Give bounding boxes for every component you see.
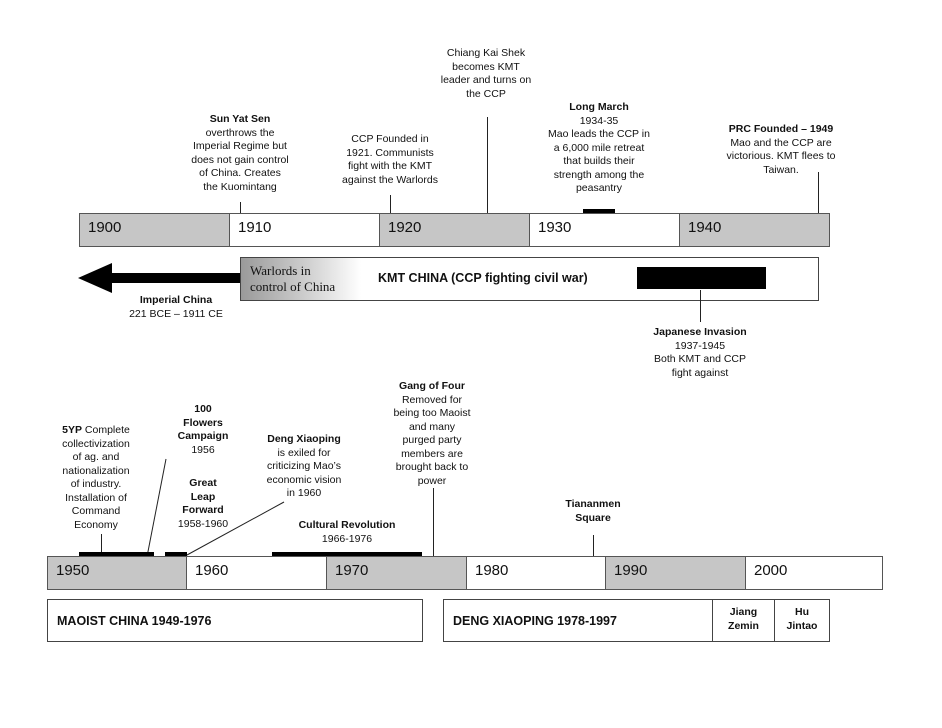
deng-xiaoping-box: DENG XIAOPING 1978-1997 — [443, 599, 713, 642]
imperial-arrow-icon — [78, 263, 240, 293]
jiang-zemin-label: Jiang Zemin — [728, 606, 759, 632]
event-title: Great Leap Forward — [182, 477, 224, 516]
event-text: 1934-35 Mao leads the CCP in a 6,000 mil… — [548, 114, 650, 195]
decade-cell: 1940 — [680, 214, 829, 246]
event-connector — [240, 202, 241, 213]
event-connector — [433, 488, 434, 556]
event-connector — [818, 172, 819, 213]
decade-cell: 1960 — [187, 557, 327, 589]
event-chiang-kai-shek: Chiang Kai Shek becomes KMT leader and t… — [426, 47, 546, 101]
decade-cell: 1950 — [48, 557, 187, 589]
event-prc-founded: PRC Founded – 1949 Mao and the CCP are v… — [708, 123, 854, 177]
maoist-china-box: MAOIST CHINA 1949-1976 — [47, 599, 423, 642]
jiang-zemin-box: Jiang Zemin — [712, 599, 775, 642]
event-text: Removed for being too Maoist and many pu… — [393, 393, 471, 487]
event-ccp-founded: CCP Founded in 1921. Communists fight wi… — [326, 133, 454, 187]
event-title: Japanese Invasion — [653, 326, 747, 338]
event-sun-yat-sen: Sun Yat Sen overthrows the Imperial Regi… — [178, 113, 302, 194]
event-title: PRC Founded – 1949 — [728, 123, 834, 135]
event-title: Long March — [569, 101, 629, 113]
event-text: Chiang Kai Shek becomes KMT leader and t… — [440, 47, 532, 100]
event-connector — [390, 195, 391, 213]
event-text: 1937-1945 Both KMT and CCP fight against — [653, 339, 746, 379]
event-gang-of-four: Gang of Four Removed for being too Maois… — [376, 380, 488, 488]
warlords-label: Warlords in control of China — [241, 258, 361, 300]
event-hundred-flowers: 100 Flowers Campaign 1956 — [168, 403, 238, 457]
hundred-flowers-connector — [144, 458, 167, 568]
event-connector — [700, 290, 701, 322]
hu-jintao-box: Hu Jintao — [774, 599, 830, 642]
deng-xiaoping-label: DENG XIAOPING 1978-1997 — [453, 614, 617, 628]
event-text: overthrows the Imperial Regime but does … — [191, 126, 289, 193]
event-text: is exiled for criticizing Mao’s economic… — [266, 446, 342, 500]
event-cultural-revolution: Cultural Revolution 1966-1976 — [274, 519, 420, 546]
event-connector — [101, 534, 102, 552]
decade-cell: 1900 — [80, 214, 230, 246]
event-title: 5YP — [62, 424, 82, 436]
decade-cell: 1990 — [606, 557, 746, 589]
decade-cell: 1970 — [327, 557, 467, 589]
deng-exile-connector — [186, 501, 285, 556]
event-great-leap-forward: Great Leap Forward 1958-1960 — [170, 477, 236, 531]
event-tiananmen: Tiananmen Square — [553, 498, 633, 525]
event-title: Gang of Four — [399, 380, 465, 392]
decade-cell: 2000 — [746, 557, 882, 589]
kmt-china-label: KMT CHINA (CCP fighting civil war) — [378, 271, 588, 285]
event-text: 1958-1960 — [177, 517, 229, 530]
event-text: 1966-1976 — [321, 532, 373, 545]
decade-cell: 1920 — [380, 214, 530, 246]
event-text: 1956 — [191, 443, 215, 456]
top-decade-bar: 1900 1910 1920 1930 1940 — [79, 213, 830, 247]
decade-cell: 1930 — [530, 214, 680, 246]
event-title: 100 Flowers Campaign — [177, 403, 229, 442]
event-connector — [487, 117, 488, 213]
event-text: CCP Founded in 1921. Communists fight wi… — [342, 133, 438, 186]
event-text: 221 BCE – 1911 CE — [129, 307, 223, 320]
decade-cell: 1980 — [467, 557, 606, 589]
event-title: Imperial China — [139, 294, 213, 306]
event-five-year-plan: 5YP Complete collectivization of ag. and… — [52, 424, 140, 532]
event-imperial-china: Imperial China 221 BCE – 1911 CE — [106, 294, 246, 321]
event-text: Complete collectivization of ag. and nat… — [62, 424, 130, 531]
bottom-decade-bar: 1950 1960 1970 1980 1990 2000 — [47, 556, 883, 590]
event-title: Tiananmen Square — [565, 498, 621, 524]
event-connector — [593, 535, 594, 556]
event-deng-exiled: Deng Xiaoping is exiled for criticizing … — [250, 433, 358, 501]
event-title: Cultural Revolution — [298, 519, 396, 531]
event-long-march: Long March 1934-35 Mao leads the CCP in … — [532, 101, 666, 196]
event-title: Deng Xiaoping — [267, 433, 341, 445]
decade-cell: 1910 — [230, 214, 380, 246]
event-japanese-invasion: Japanese Invasion 1937-1945 Both KMT and… — [630, 326, 770, 380]
event-text: Mao and the CCP are victorious. KMT flee… — [726, 136, 836, 176]
hu-jintao-label: Hu Jintao — [786, 606, 818, 632]
event-title: Sun Yat Sen — [209, 113, 271, 125]
maoist-china-label: MAOIST CHINA 1949-1976 — [57, 614, 212, 628]
japanese-invasion-marker — [637, 267, 766, 289]
kmt-china-box: Warlords in control of China KMT CHINA (… — [240, 257, 819, 301]
